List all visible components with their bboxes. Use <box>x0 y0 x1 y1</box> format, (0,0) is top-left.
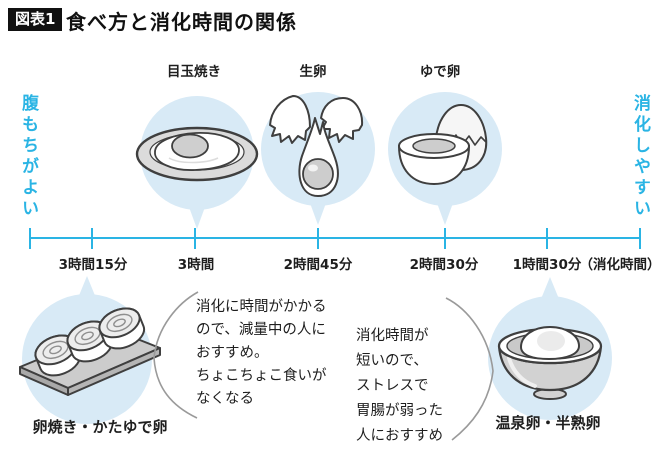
axis-tick-end <box>639 228 641 249</box>
axis-tick-3 <box>317 228 319 249</box>
page-title: 食べ方と消化時間の関係 <box>66 10 297 34</box>
boiled-egg-icon <box>397 103 488 186</box>
tick-label-1h30m: 1時間30分 <box>512 257 582 273</box>
axis-tick-start <box>29 228 31 249</box>
bubble-raw-egg-pointer <box>310 203 326 225</box>
figure-number-badge: 図表1 <box>8 8 63 31</box>
note-line: 消化に時間がかかる <box>196 299 327 315</box>
axis-tick-4 <box>444 228 446 249</box>
bubble-fried-egg-pointer <box>189 207 205 229</box>
axis-tick-2 <box>194 228 196 249</box>
axis-right-label: 消化しやすい <box>630 94 650 220</box>
label-boiled-egg: ゆで卵 <box>419 64 461 80</box>
fried-egg-icon <box>135 126 259 182</box>
note-line: ので、減量中の人に <box>196 322 326 338</box>
note-line: おすすめ。 <box>196 345 269 361</box>
bubble-tamagoyaki-pointer <box>78 276 96 298</box>
time-axis-line <box>30 237 640 239</box>
tick-label-2h45m: 2時間45分 <box>283 257 353 273</box>
axis-unit-label: （消化時間） <box>579 257 661 273</box>
label-onsen-egg: 温泉卵・半熟卵 <box>495 414 601 432</box>
onsen-egg-icon <box>497 325 603 400</box>
tick-label-3h15m: 3時間15分 <box>58 257 128 273</box>
note-line: 人におすすめ <box>356 428 443 444</box>
note-tamagoyaki: 消化に時間がかかる ので、減量中の人に おすすめ。 ちょこちょこ食いが なくなる <box>196 296 327 411</box>
axis-left-label: 腹もちがよい <box>18 94 38 220</box>
raw-egg-icon <box>269 95 364 197</box>
note-line: ちょこちょこ食いが <box>196 368 327 384</box>
label-raw-egg: 生卵 <box>299 64 327 80</box>
bubble-onsen-egg-pointer <box>541 277 559 299</box>
right-note-arc <box>445 297 494 441</box>
tamagoyaki-icon <box>19 307 161 396</box>
note-onsen-egg: 消化時間が 短いので、 ストレスで 胃腸が弱った 人におすすめ <box>356 324 443 449</box>
tick-label-2h30m: 2時間30分 <box>409 257 479 273</box>
bubble-boiled-egg-pointer <box>437 203 453 225</box>
note-line: ストレスで <box>356 378 429 394</box>
note-line: 短いので、 <box>356 353 428 369</box>
label-fried-egg: 目玉焼き <box>167 64 221 80</box>
note-line: 消化時間が <box>356 328 429 344</box>
axis-tick-1 <box>91 228 93 249</box>
note-line: 胃腸が弱った <box>356 403 443 419</box>
tick-label-3h: 3時間 <box>177 257 215 273</box>
axis-tick-5 <box>546 228 548 249</box>
label-tamagoyaki: 卵焼き・かたゆで卵 <box>32 418 168 436</box>
note-line: なくなる <box>196 391 254 407</box>
